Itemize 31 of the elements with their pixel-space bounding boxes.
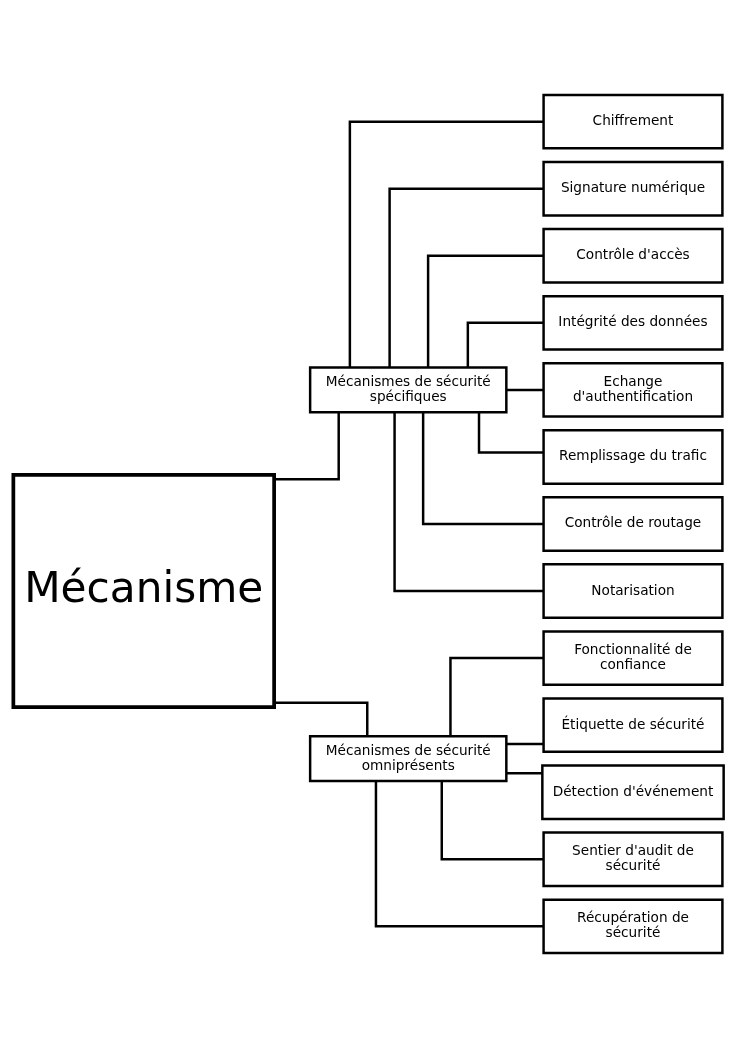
- node-box: Récupération de sécurité: [542, 897, 724, 954]
- connector: [393, 412, 544, 592]
- connector: [506, 771, 543, 775]
- node-box: Notarisation: [542, 562, 724, 619]
- connector: [426, 254, 544, 367]
- node-box: Contrôle de routage: [542, 495, 724, 552]
- node-box: Mécanismes de sécurité spécifiques: [308, 365, 508, 413]
- node-box: Étiquette de sécurité: [542, 696, 724, 753]
- connector: [449, 656, 544, 736]
- connector: [506, 388, 544, 391]
- node-box: Remplissage du trafic: [542, 428, 724, 485]
- connector: [274, 701, 369, 736]
- connector: [477, 412, 544, 454]
- connector: [506, 742, 544, 745]
- node-box: Chiffrement: [542, 93, 724, 150]
- node-box: Echange d'authentification: [542, 361, 724, 418]
- connector: [388, 187, 544, 367]
- node-box: Mécanisme: [11, 472, 276, 709]
- connector: [466, 321, 544, 367]
- connector: [374, 780, 544, 928]
- node-box: Mécanismes de sécurité omniprésents: [308, 734, 508, 782]
- node-box: Détection d'événement: [541, 763, 725, 820]
- connector: [348, 119, 544, 367]
- node-box: Fonctionnalité de confiance: [542, 629, 724, 686]
- connector: [440, 781, 544, 860]
- node-box: Sentier d'audit de sécurité: [542, 830, 724, 887]
- node-box: Contrôle d'accès: [542, 227, 724, 284]
- node-box: Intégrité des données: [542, 294, 724, 351]
- node-box: Signature numérique: [542, 160, 724, 217]
- connector: [421, 412, 544, 525]
- connector: [274, 411, 340, 481]
